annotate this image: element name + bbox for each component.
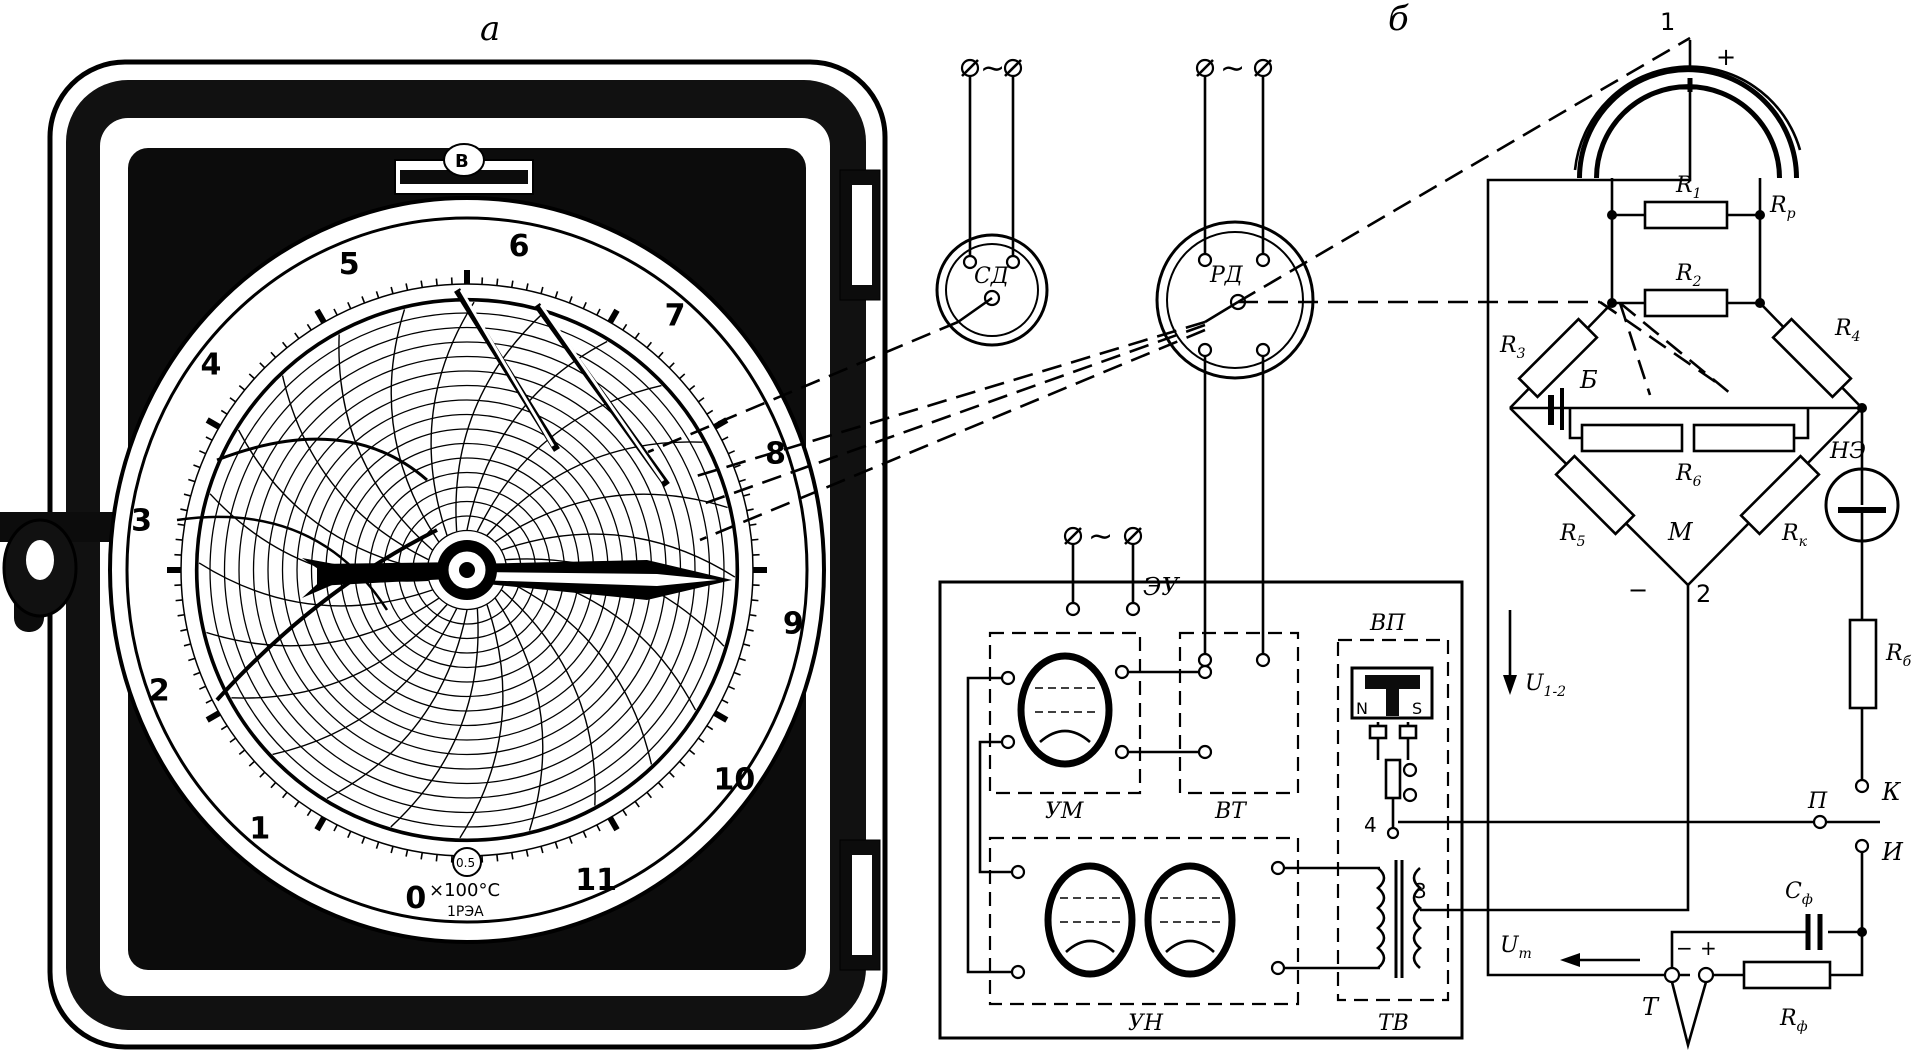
um-label: УМ	[1045, 799, 1084, 824]
svg-text:2: 2	[1696, 580, 1711, 608]
svg-text:R3: R3	[1499, 333, 1526, 362]
dial-number: 5	[339, 247, 360, 282]
dashed-links	[647, 36, 1721, 542]
dial-number: 0	[405, 881, 426, 916]
trace-curve	[215, 528, 438, 702]
svg-text:R6: R6	[1675, 461, 1702, 490]
sensor-sd-label: СД	[974, 264, 1010, 289]
svg-text:Т: Т	[1642, 993, 1660, 1021]
dial-number: 6	[509, 229, 530, 264]
dial-number: 10	[713, 763, 755, 798]
svg-text:∼: ∼	[1220, 51, 1245, 86]
svg-text:∼: ∼	[980, 51, 1005, 86]
eu-label: ЭУ	[1143, 573, 1180, 601]
svg-text:Б: Б	[1579, 366, 1598, 394]
motor-vp: N S	[1350, 666, 1434, 840]
svg-text:∼: ∼	[1088, 519, 1113, 554]
tube-un-1	[1044, 862, 1136, 978]
svg-text:Uт: Uт	[1500, 933, 1532, 962]
accuracy-mark: 0.5	[456, 856, 475, 870]
svg-text:U1-2: U1-2	[1525, 671, 1566, 700]
svg-text:R5: R5	[1559, 521, 1586, 550]
svg-text:Rк: Rк	[1781, 521, 1808, 550]
dial-number: 7	[665, 299, 686, 334]
svg-text:3: 3	[1414, 879, 1427, 903]
chart-dial: 0 1 2 3 4 5 6 7 8 9 10 11 0.5 ×100°C 1РЭА	[108, 196, 826, 944]
panel-label-b: б	[1388, 0, 1409, 39]
vp-label: ВП	[1369, 611, 1406, 636]
svg-text:Rр: Rр	[1769, 193, 1796, 222]
svg-text:1: 1	[1660, 8, 1675, 36]
svg-text:−: −	[1676, 936, 1693, 960]
svg-text:И: И	[1881, 838, 1904, 866]
dial-number: 3	[131, 503, 152, 538]
scale-label: ×100°C	[429, 880, 500, 901]
sensor-rd: РД ∼	[1155, 51, 1315, 655]
dial-number: 2	[149, 673, 170, 708]
svg-text:N: N	[1356, 699, 1368, 718]
svg-text:−: −	[1628, 576, 1648, 604]
bridge-circuit: 1 + R1 Rр R2 R3 R4 R5 Rк М Б	[1398, 8, 1912, 1050]
electronic-unit: ЭУ ∼ УМ ВТ	[938, 519, 1464, 1040]
tube-un-2	[1144, 862, 1236, 978]
dial-number: 11	[575, 863, 617, 898]
dial-number: 1	[249, 811, 270, 846]
trace-curve	[176, 515, 389, 611]
key-handle	[0, 512, 130, 632]
panel-label-a: а	[480, 9, 500, 49]
svg-text:Rб: Rб	[1885, 641, 1912, 670]
svg-text:Rф: Rф	[1779, 1006, 1808, 1035]
sensor-rd-label: РД	[1209, 263, 1244, 288]
vt-label: ВТ	[1214, 799, 1248, 824]
svg-text:К: К	[1881, 778, 1902, 806]
un-label: УН	[1128, 1011, 1164, 1036]
svg-text:+: +	[1716, 43, 1736, 71]
svg-text:+: +	[1700, 936, 1717, 960]
dial-number: 4	[201, 347, 222, 382]
svg-text:Cф: Cф	[1785, 879, 1813, 908]
svg-text:НЭ: НЭ	[1829, 439, 1866, 464]
svg-text:П: П	[1807, 789, 1828, 814]
svg-text:R1: R1	[1675, 173, 1702, 202]
sensor-sd: СД ∼	[935, 51, 1049, 347]
svg-text:R4: R4	[1834, 316, 1861, 345]
svg-text:S: S	[1412, 699, 1422, 718]
dial-number: 9	[783, 607, 804, 642]
tube-um	[1017, 652, 1113, 768]
trace-curve	[216, 437, 428, 482]
svg-text:М: М	[1667, 518, 1694, 546]
brand-logo: В	[394, 143, 534, 195]
svg-text:4: 4	[1364, 813, 1377, 837]
transformer-tv	[1375, 860, 1423, 978]
dial-number: 8	[765, 437, 786, 472]
model-label: 1РЭА	[447, 904, 484, 920]
svg-text:R2: R2	[1675, 261, 1702, 290]
tv-label: ТВ	[1378, 1011, 1409, 1036]
dial-hub	[459, 562, 475, 578]
svg-text:В: В	[455, 151, 469, 172]
